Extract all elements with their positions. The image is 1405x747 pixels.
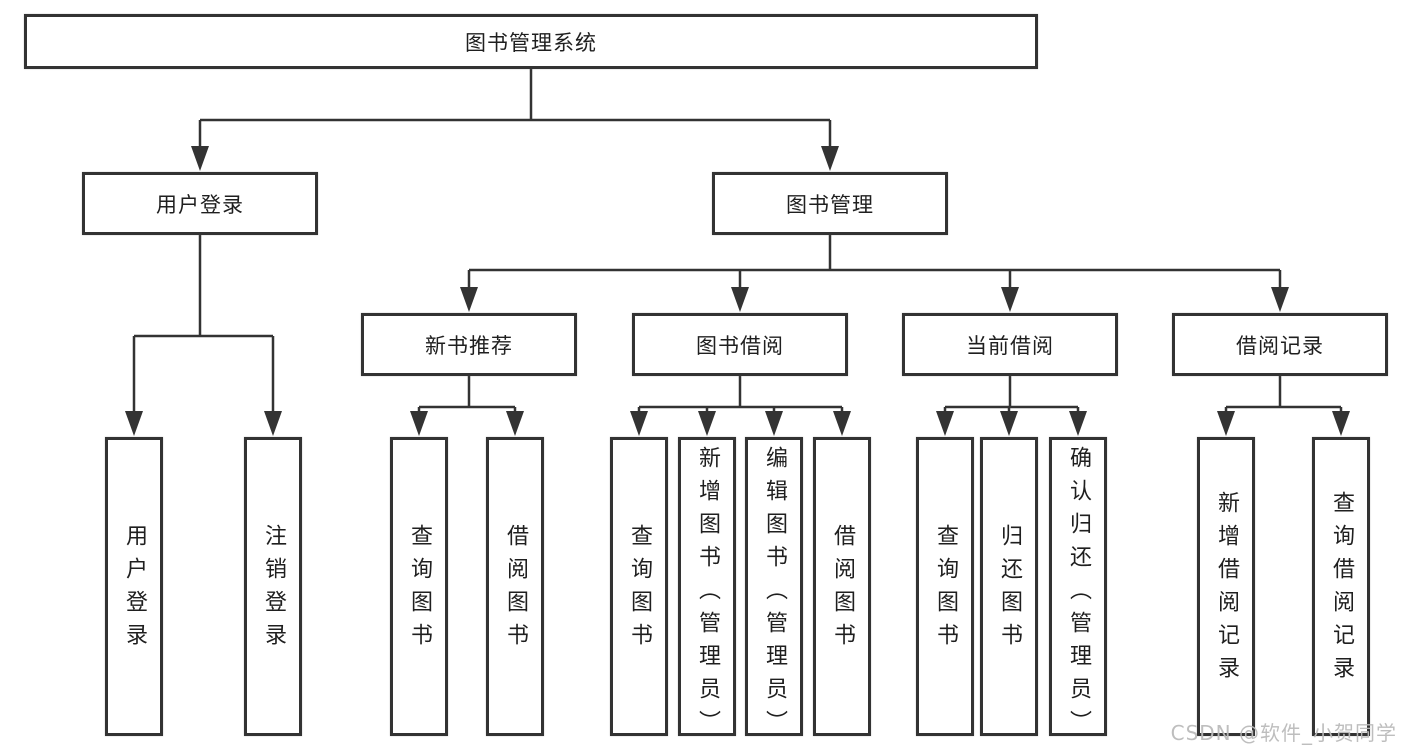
leaf-confirm-return-admin: 确认归还（管理员）	[1049, 437, 1107, 743]
leaf-return-book: 归还图书	[980, 437, 1038, 736]
watermark: CSDN @软件_小贺同学	[1170, 721, 1397, 745]
connector-root	[198, 69, 832, 150]
arrow-icon	[264, 411, 282, 436]
arrow-icon	[1001, 287, 1019, 312]
leaf-add-book-admin: 新增图书（管理员）	[678, 437, 736, 743]
arrow-icon	[833, 411, 851, 436]
arrow-icon	[506, 411, 524, 436]
arrow-icon	[125, 411, 143, 436]
arrow-icon	[1069, 411, 1087, 436]
arrow-icon	[1271, 287, 1289, 312]
node-root: 图书管理系统	[24, 14, 1038, 69]
leaf-logout: 注销登录	[244, 437, 302, 736]
leaf-add-borrow-record: 新增借阅记录	[1197, 437, 1255, 736]
arrow-icon	[731, 287, 749, 312]
arrow-icon	[630, 411, 648, 436]
arrow-icon	[821, 146, 839, 171]
arrow-icon	[410, 411, 428, 436]
connector-book-borrow	[637, 376, 844, 414]
node-new-book-recommend: 新书推荐	[361, 313, 577, 376]
arrow-icon	[1000, 411, 1018, 436]
leaf-borrow-books-borrowing: 借阅图书	[813, 437, 871, 736]
arrow-icon	[936, 411, 954, 436]
arrow-icon	[698, 411, 716, 436]
leaf-borrow-books-recommend: 借阅图书	[486, 437, 544, 736]
connector-borrow-records	[1224, 376, 1343, 414]
leaf-query-books-recommend: 查询图书	[390, 437, 448, 736]
node-book-management: 图书管理	[712, 172, 948, 235]
arrow-icon	[1332, 411, 1350, 436]
connector-current-borrow	[943, 376, 1080, 414]
arrow-icon	[765, 411, 783, 436]
arrowheads	[125, 146, 1350, 436]
node-user-login-branch: 用户登录	[82, 172, 318, 235]
connector-user-login	[132, 235, 275, 414]
arrow-icon	[1217, 411, 1235, 436]
arrow-icon	[191, 146, 209, 171]
leaf-query-books-current: 查询图书	[916, 437, 974, 736]
node-book-borrowing: 图书借阅	[632, 313, 848, 376]
arrow-icon	[460, 287, 478, 312]
leaf-query-books-borrowing: 查询图书	[610, 437, 668, 736]
node-current-borrowing: 当前借阅	[902, 313, 1118, 376]
node-borrow-records: 借阅记录	[1172, 313, 1388, 376]
leaf-edit-book-admin: 编辑图书（管理员）	[745, 437, 803, 743]
leaf-query-borrow-record: 查询借阅记录	[1312, 437, 1370, 736]
leaf-user-login: 用户登录	[105, 437, 163, 736]
connector-book-mgmt	[467, 235, 1282, 290]
connector-new-book-rec	[417, 376, 517, 414]
